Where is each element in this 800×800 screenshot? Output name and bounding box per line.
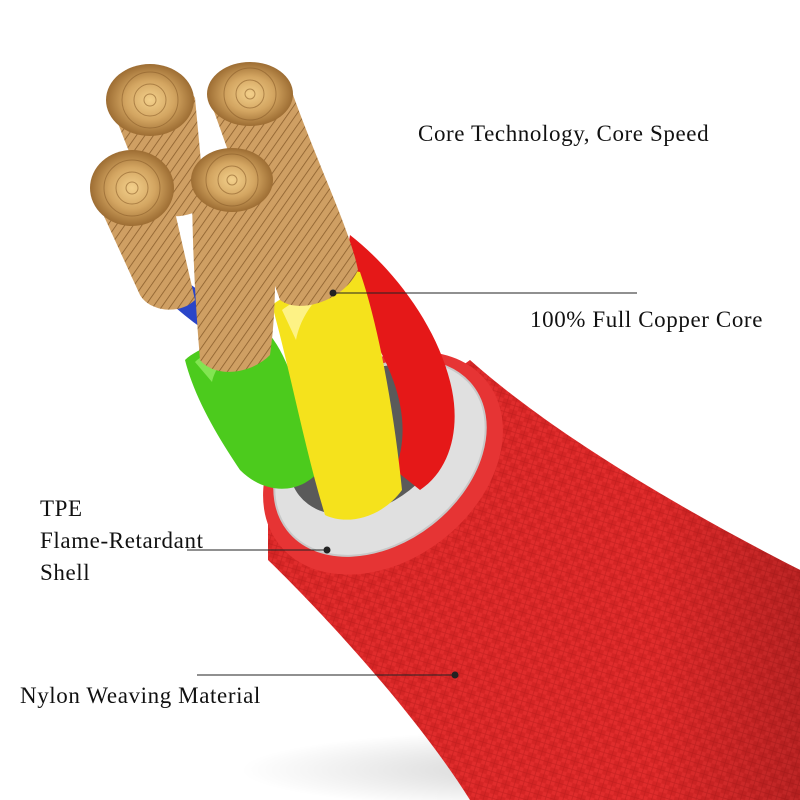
tpe-shell-dot xyxy=(323,546,331,554)
tpe-shell-label-line-2: Flame-Retardant xyxy=(40,528,204,553)
copper-bundle-right xyxy=(208,77,358,306)
red-wire xyxy=(340,235,455,490)
heading-text: Core Technology, Core Speed xyxy=(418,121,710,146)
copper-end-left xyxy=(90,150,174,226)
copper-end-right xyxy=(207,62,293,126)
copper-core-dot xyxy=(329,289,337,297)
nylon-dot xyxy=(451,671,459,679)
tpe-shell-label: TPE Flame-Retardant Shell xyxy=(40,493,204,589)
yellow-wire-highlight xyxy=(282,290,325,340)
copper-end-back xyxy=(106,64,194,136)
nylon-label: Nylon Weaving Material xyxy=(20,683,261,708)
copper-core-label: 100% Full Copper Core xyxy=(530,307,763,332)
tpe-shell-label-line-3: Shell xyxy=(40,560,91,585)
tpe-shell-label-line-1: TPE xyxy=(40,496,83,521)
green-wire xyxy=(185,334,320,489)
copper-end-front xyxy=(191,148,273,212)
copper-bundle-front xyxy=(192,161,276,372)
yellow-wire xyxy=(272,271,402,520)
